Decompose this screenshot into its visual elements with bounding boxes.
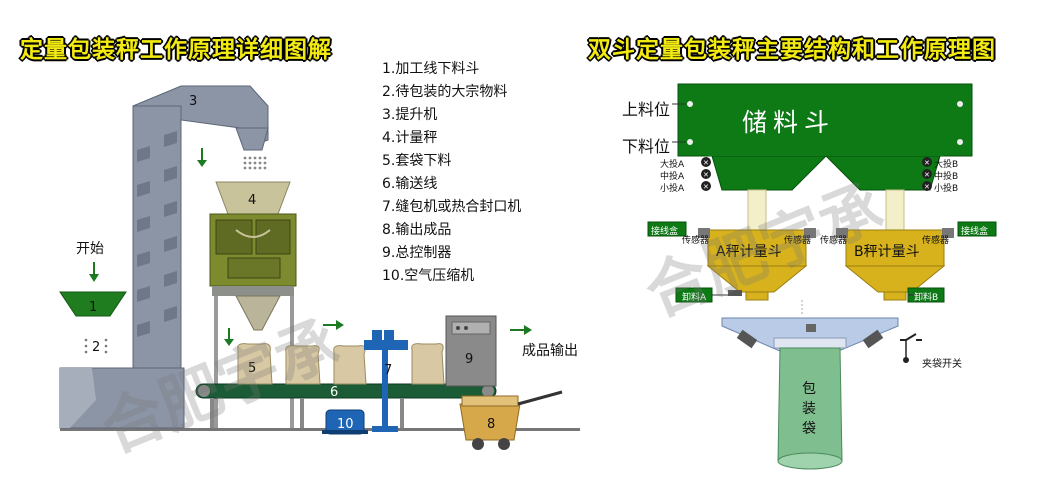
svg-text:✕: ✕ bbox=[924, 171, 930, 179]
flow-arrow-output bbox=[510, 325, 532, 335]
air-compressor bbox=[322, 409, 368, 435]
junction-box-right bbox=[957, 221, 997, 237]
sensor-label: 传感器 bbox=[922, 236, 950, 246]
number-4: 4 bbox=[248, 193, 256, 208]
number-3: 3 bbox=[189, 94, 197, 109]
pipe-a bbox=[747, 189, 767, 231]
legend-item: 4.计量秤 bbox=[382, 130, 438, 146]
feed-indicators-right: ✕ ✕ ✕ bbox=[922, 157, 932, 191]
bucket-elevator bbox=[59, 85, 269, 429]
legend-item: 1.加工线下料斗 bbox=[382, 61, 480, 77]
sensor-label: 传感器 bbox=[784, 236, 812, 246]
discharge-a-label: 卸料A bbox=[682, 293, 707, 303]
number-9: 9 bbox=[465, 352, 473, 367]
left-number-labels: 3 4 1 2 5 6 7 9 8 10 bbox=[89, 94, 495, 432]
svg-text:✕: ✕ bbox=[924, 183, 930, 191]
sensor-label: 传感器 bbox=[820, 236, 848, 246]
bag-label-3: 袋 bbox=[802, 421, 816, 437]
flow-arrow-start bbox=[89, 262, 99, 282]
clamp-switch-icon bbox=[900, 333, 922, 363]
feed-mid-b: 中投B bbox=[934, 172, 959, 182]
legend-item: 2.待包装的大宗物料 bbox=[382, 84, 508, 100]
right-title: 双斗定量包装秤主要结构和工作原理图 bbox=[588, 37, 996, 63]
packaging-bag bbox=[777, 347, 843, 470]
svg-text:✕: ✕ bbox=[703, 171, 709, 179]
bag-label-2: 装 bbox=[802, 401, 816, 417]
bag-label-1: 包 bbox=[802, 381, 816, 397]
flow-arrow-bag bbox=[224, 328, 234, 346]
legend-item: 8.输出成品 bbox=[382, 222, 452, 238]
output-cart bbox=[459, 390, 563, 450]
discharge-b-label: 卸料B bbox=[914, 293, 939, 303]
left-diagram: 3 4 1 2 5 6 7 9 8 10 bbox=[59, 85, 580, 450]
scale-a-label: A秤计量斗 bbox=[716, 244, 782, 260]
product-output-label: 成品输出 bbox=[522, 343, 578, 359]
number-10: 10 bbox=[337, 417, 354, 432]
left-title: 定量包装秤工作原理详细图解 bbox=[20, 37, 332, 63]
junction-box-left-label: 接线盒 bbox=[651, 227, 679, 237]
sewing-machine bbox=[364, 330, 408, 432]
feed-indicators-left: ✕ ✕ ✕ bbox=[701, 157, 711, 191]
legend-item: 9.总控制器 bbox=[382, 245, 452, 261]
legend-item: 5.套袋下料 bbox=[382, 153, 452, 169]
feed-mid-a: 中投A bbox=[660, 172, 685, 182]
scale-hopper-b bbox=[836, 228, 954, 301]
scale-hopper-a bbox=[698, 228, 816, 301]
legend-item: 10.空气压缩机 bbox=[382, 268, 475, 284]
product-bags bbox=[237, 343, 445, 385]
junction-box-left bbox=[647, 221, 687, 237]
flow-arrow-top bbox=[197, 148, 207, 167]
storage-hopper-label: 储料斗 bbox=[742, 108, 836, 137]
number-7: 7 bbox=[384, 363, 392, 378]
legend-item: 7.缝包机或热合封口机 bbox=[382, 199, 522, 215]
number-1: 1 bbox=[89, 300, 97, 315]
number-8: 8 bbox=[487, 417, 495, 432]
storage-hopper bbox=[677, 83, 973, 191]
clamp-switch-label: 夹袋开关 bbox=[922, 359, 962, 370]
feed-big-a: 大投A bbox=[660, 160, 685, 170]
legend-list: 1.加工线下料斗 2.待包装的大宗物料 3.提升机 4.计量秤 5.套袋下料 6… bbox=[382, 58, 521, 288]
svg-text:✕: ✕ bbox=[703, 159, 709, 167]
flow-arrow-conveyor bbox=[323, 320, 344, 330]
falling-material bbox=[243, 156, 267, 170]
scale-b-label: B秤计量斗 bbox=[854, 244, 920, 260]
control-cabinet bbox=[445, 315, 497, 387]
upper-level-label: 上料位 bbox=[622, 100, 671, 119]
number-2: 2 bbox=[92, 340, 100, 355]
feed-hopper bbox=[59, 291, 127, 317]
lower-level-label: 下料位 bbox=[622, 137, 671, 156]
floor-line bbox=[60, 428, 580, 431]
junction-box-right-label: 接线盒 bbox=[961, 227, 989, 237]
bag-clamp-head bbox=[721, 317, 899, 359]
sensor-label: 传感器 bbox=[682, 236, 710, 246]
feed-big-b: 大投B bbox=[934, 160, 959, 170]
number-5: 5 bbox=[248, 361, 256, 376]
svg-text:✕: ✕ bbox=[703, 183, 709, 191]
feed-small-b: 小投B bbox=[934, 184, 959, 194]
right-diagram: ✕ ✕ ✕ ✕ ✕ ✕ bbox=[647, 83, 997, 470]
raw-material bbox=[84, 338, 108, 354]
pipe-b bbox=[885, 189, 905, 231]
number-6: 6 bbox=[330, 385, 338, 400]
legend-item: 6.输送线 bbox=[382, 176, 438, 192]
svg-text:✕: ✕ bbox=[924, 159, 930, 167]
feed-small-a: 小投A bbox=[660, 184, 685, 194]
legend-item: 3.提升机 bbox=[382, 107, 438, 123]
start-label: 开始 bbox=[76, 241, 104, 257]
